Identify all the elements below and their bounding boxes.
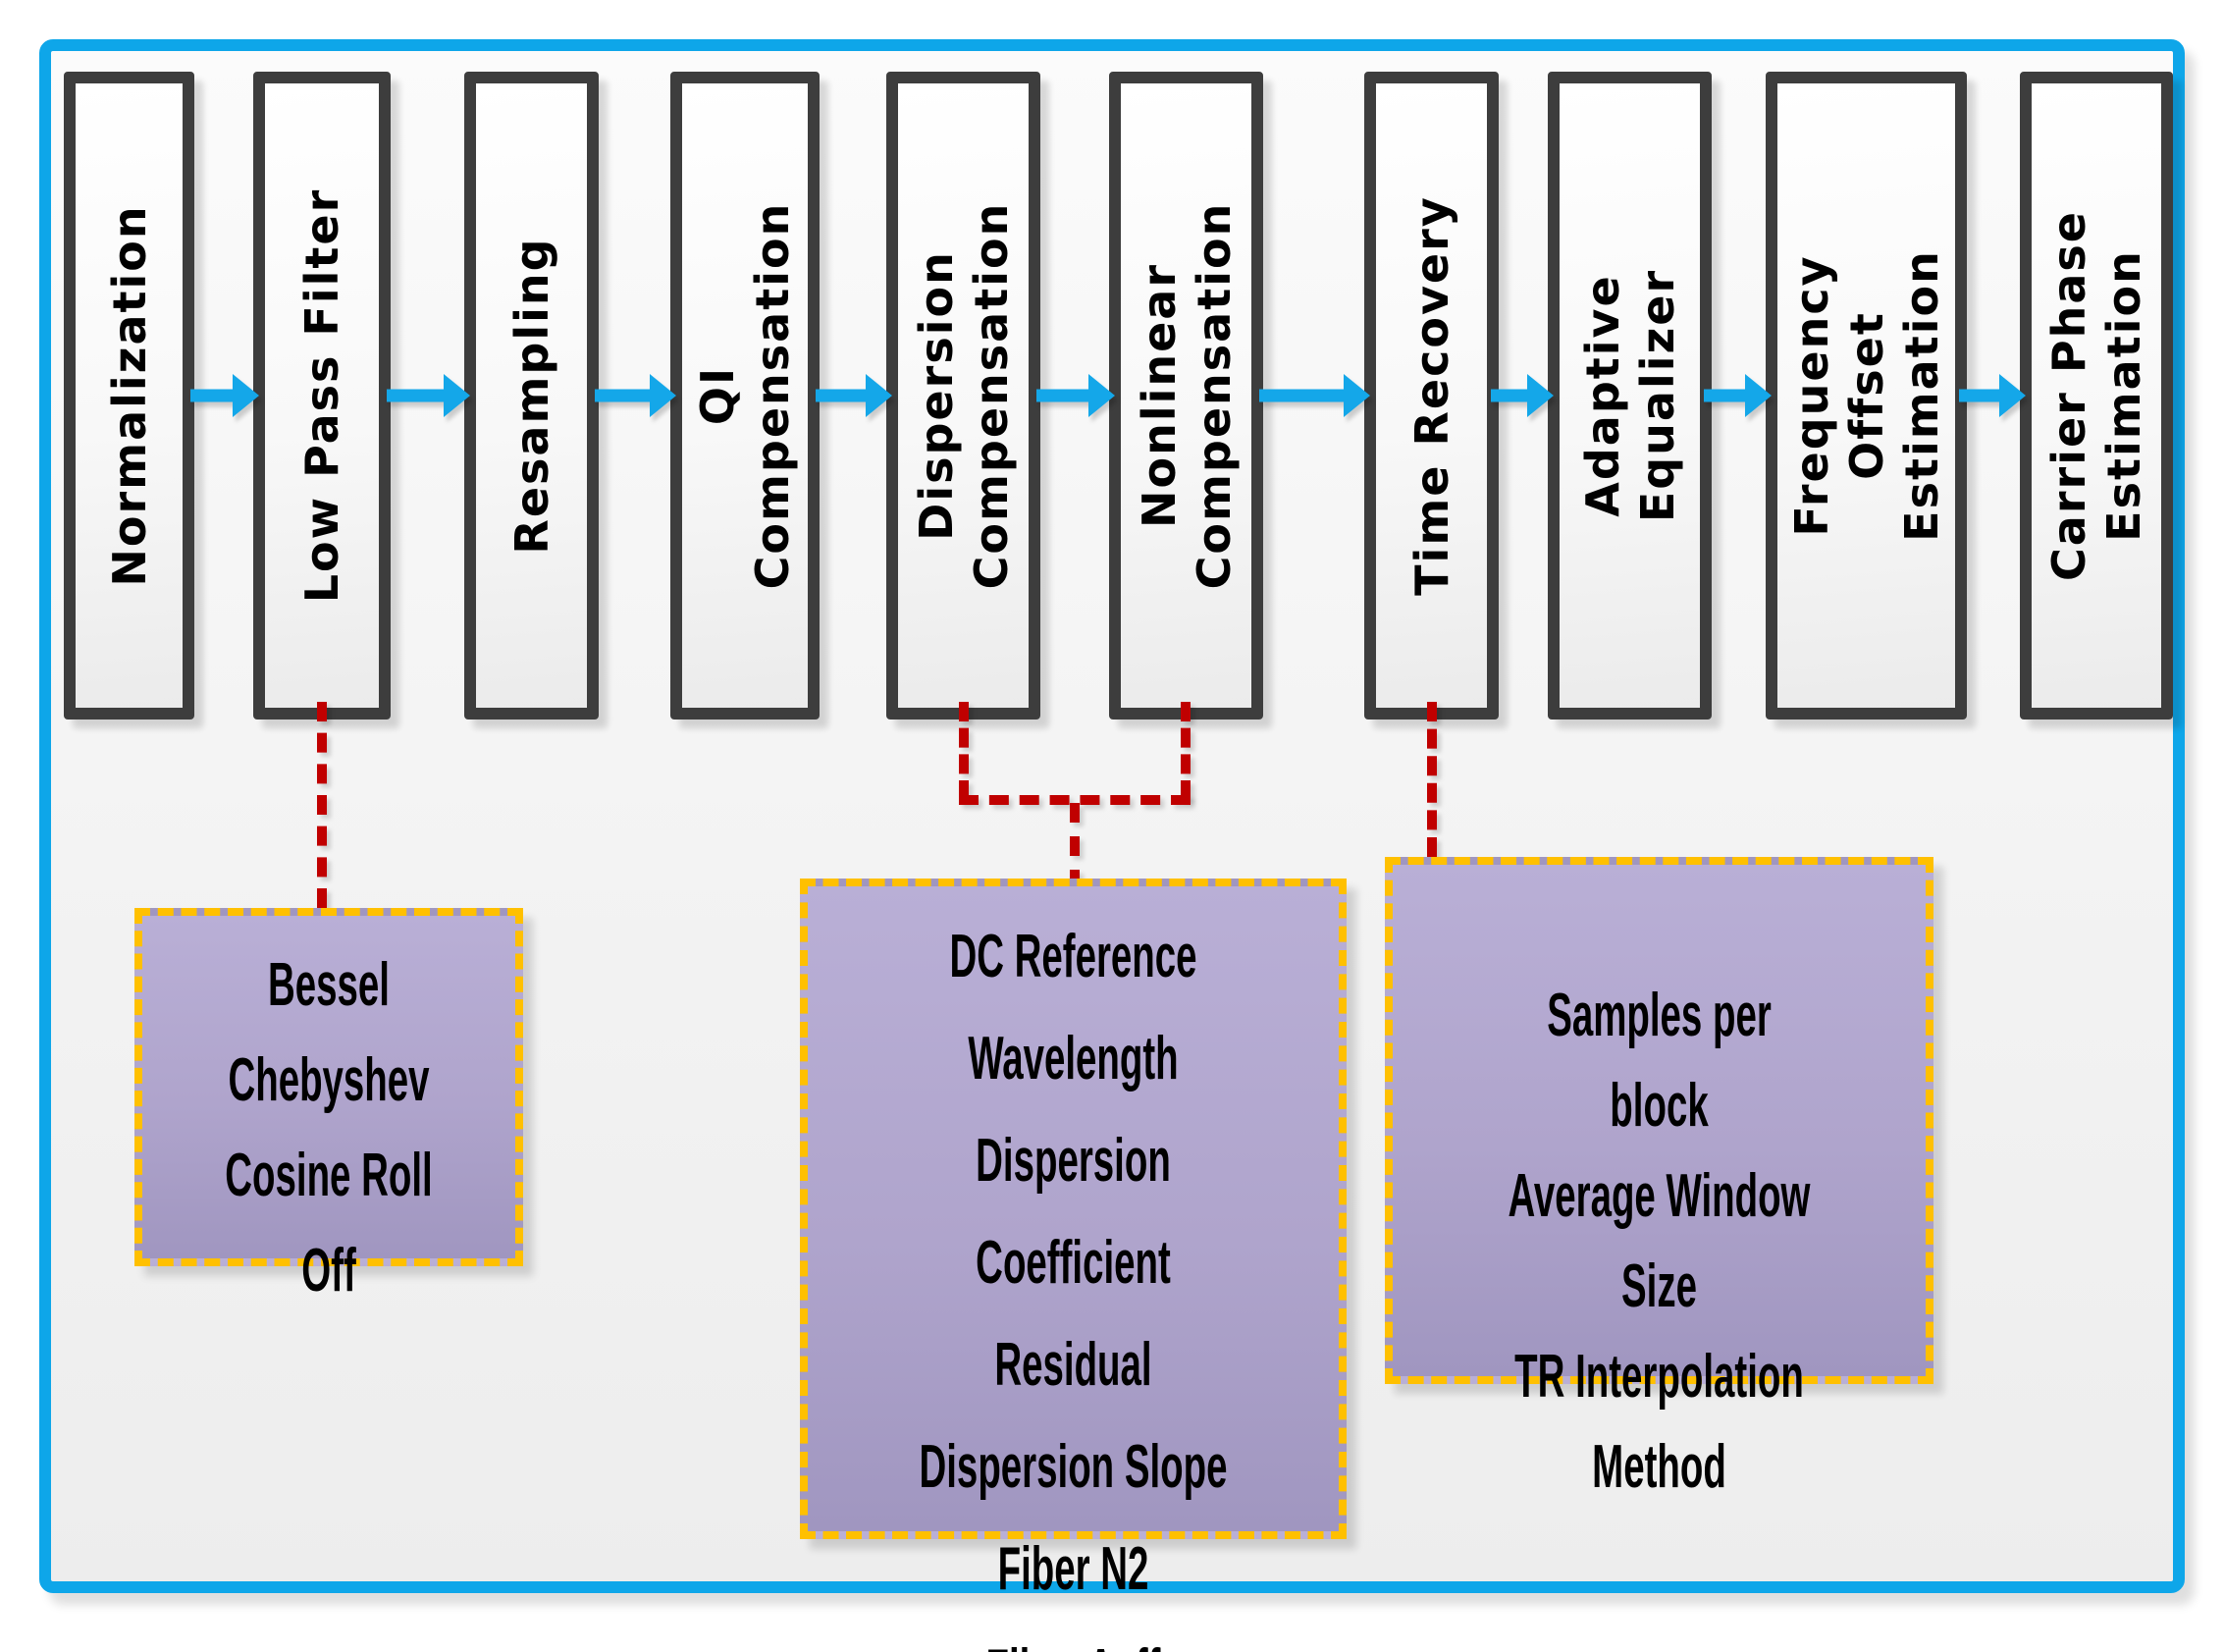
panel-dispersion-nonlinear-parameters: DC Reference Wavelength Dispersion Coeff… (800, 879, 1347, 1652)
stage-box-low-pass-filter: Low Pass Filter (253, 72, 391, 719)
stage-box-nonlinear-compensation: Nonlinear Compensation (1109, 72, 1263, 719)
connector-nonlinear-down (1181, 702, 1191, 800)
stage-label: Low Pass Filter (295, 187, 348, 604)
panel-text: DC Reference Wavelength Dispersion Coeff… (919, 923, 1228, 1652)
stage-label: Time Recovery (1404, 195, 1458, 596)
panel-text: Bessel Chebyshev Cosine Roll Off (225, 951, 433, 1305)
flow-arrow-icon (387, 374, 470, 417)
stage-box-carrier-phase-estimation: Carrier Phase Estimation (2020, 72, 2173, 719)
stage-box-qi-compensation: QI Compensation (670, 72, 820, 719)
stage-box-resampling: Resampling (464, 72, 599, 719)
connector-lpf-to-panel (317, 702, 327, 908)
panel-low-pass-filter-parameters: Bessel Chebyshev Cosine Roll Off (134, 908, 523, 1305)
stage-box-dispersion-compensation: Dispersion Compensation (886, 72, 1040, 719)
stage-label: Frequency Offset Estimation (1784, 249, 1948, 542)
stage-box-frequency-offset-estimation: Frequency Offset Estimation (1766, 72, 1967, 719)
stage-label: Dispersion Compensation (909, 201, 1018, 590)
flow-arrow-icon (1036, 374, 1115, 417)
stage-label: Nonlinear Compensation (1132, 201, 1241, 590)
stage-label: Normalization (102, 204, 156, 587)
flow-arrow-icon (1491, 374, 1554, 417)
flow-arrow-icon (816, 374, 892, 417)
stage-label: Resampling (504, 237, 558, 555)
stage-box-time-recovery: Time Recovery (1364, 72, 1499, 719)
flow-arrow-icon (190, 374, 259, 417)
stage-box-adaptive-equalizer: Adaptive Equalizer (1548, 72, 1712, 719)
connector-merge-to-panel (1070, 803, 1080, 923)
connector-time-recovery-to-panel (1427, 702, 1437, 857)
panel-time-recovery-parameters: Samples per block Average Window Size TR… (1385, 857, 1933, 1501)
stage-label: Carrier Phase Estimation (2042, 210, 2150, 581)
stage-label: Adaptive Equalizer (1575, 268, 1684, 523)
connector-merge-horizontal (959, 795, 1191, 805)
stage-box-normalization: Normalization (64, 72, 194, 719)
flow-arrow-icon (1959, 374, 2026, 417)
flow-arrow-icon (1259, 374, 1370, 417)
flow-arrow-icon (1704, 374, 1772, 417)
stage-label: QI Compensation (691, 201, 799, 590)
flow-arrow-icon (595, 374, 676, 417)
connector-dispersion-down (959, 702, 969, 800)
panel-text: Samples per block Average Window Size TR… (1508, 982, 1811, 1501)
